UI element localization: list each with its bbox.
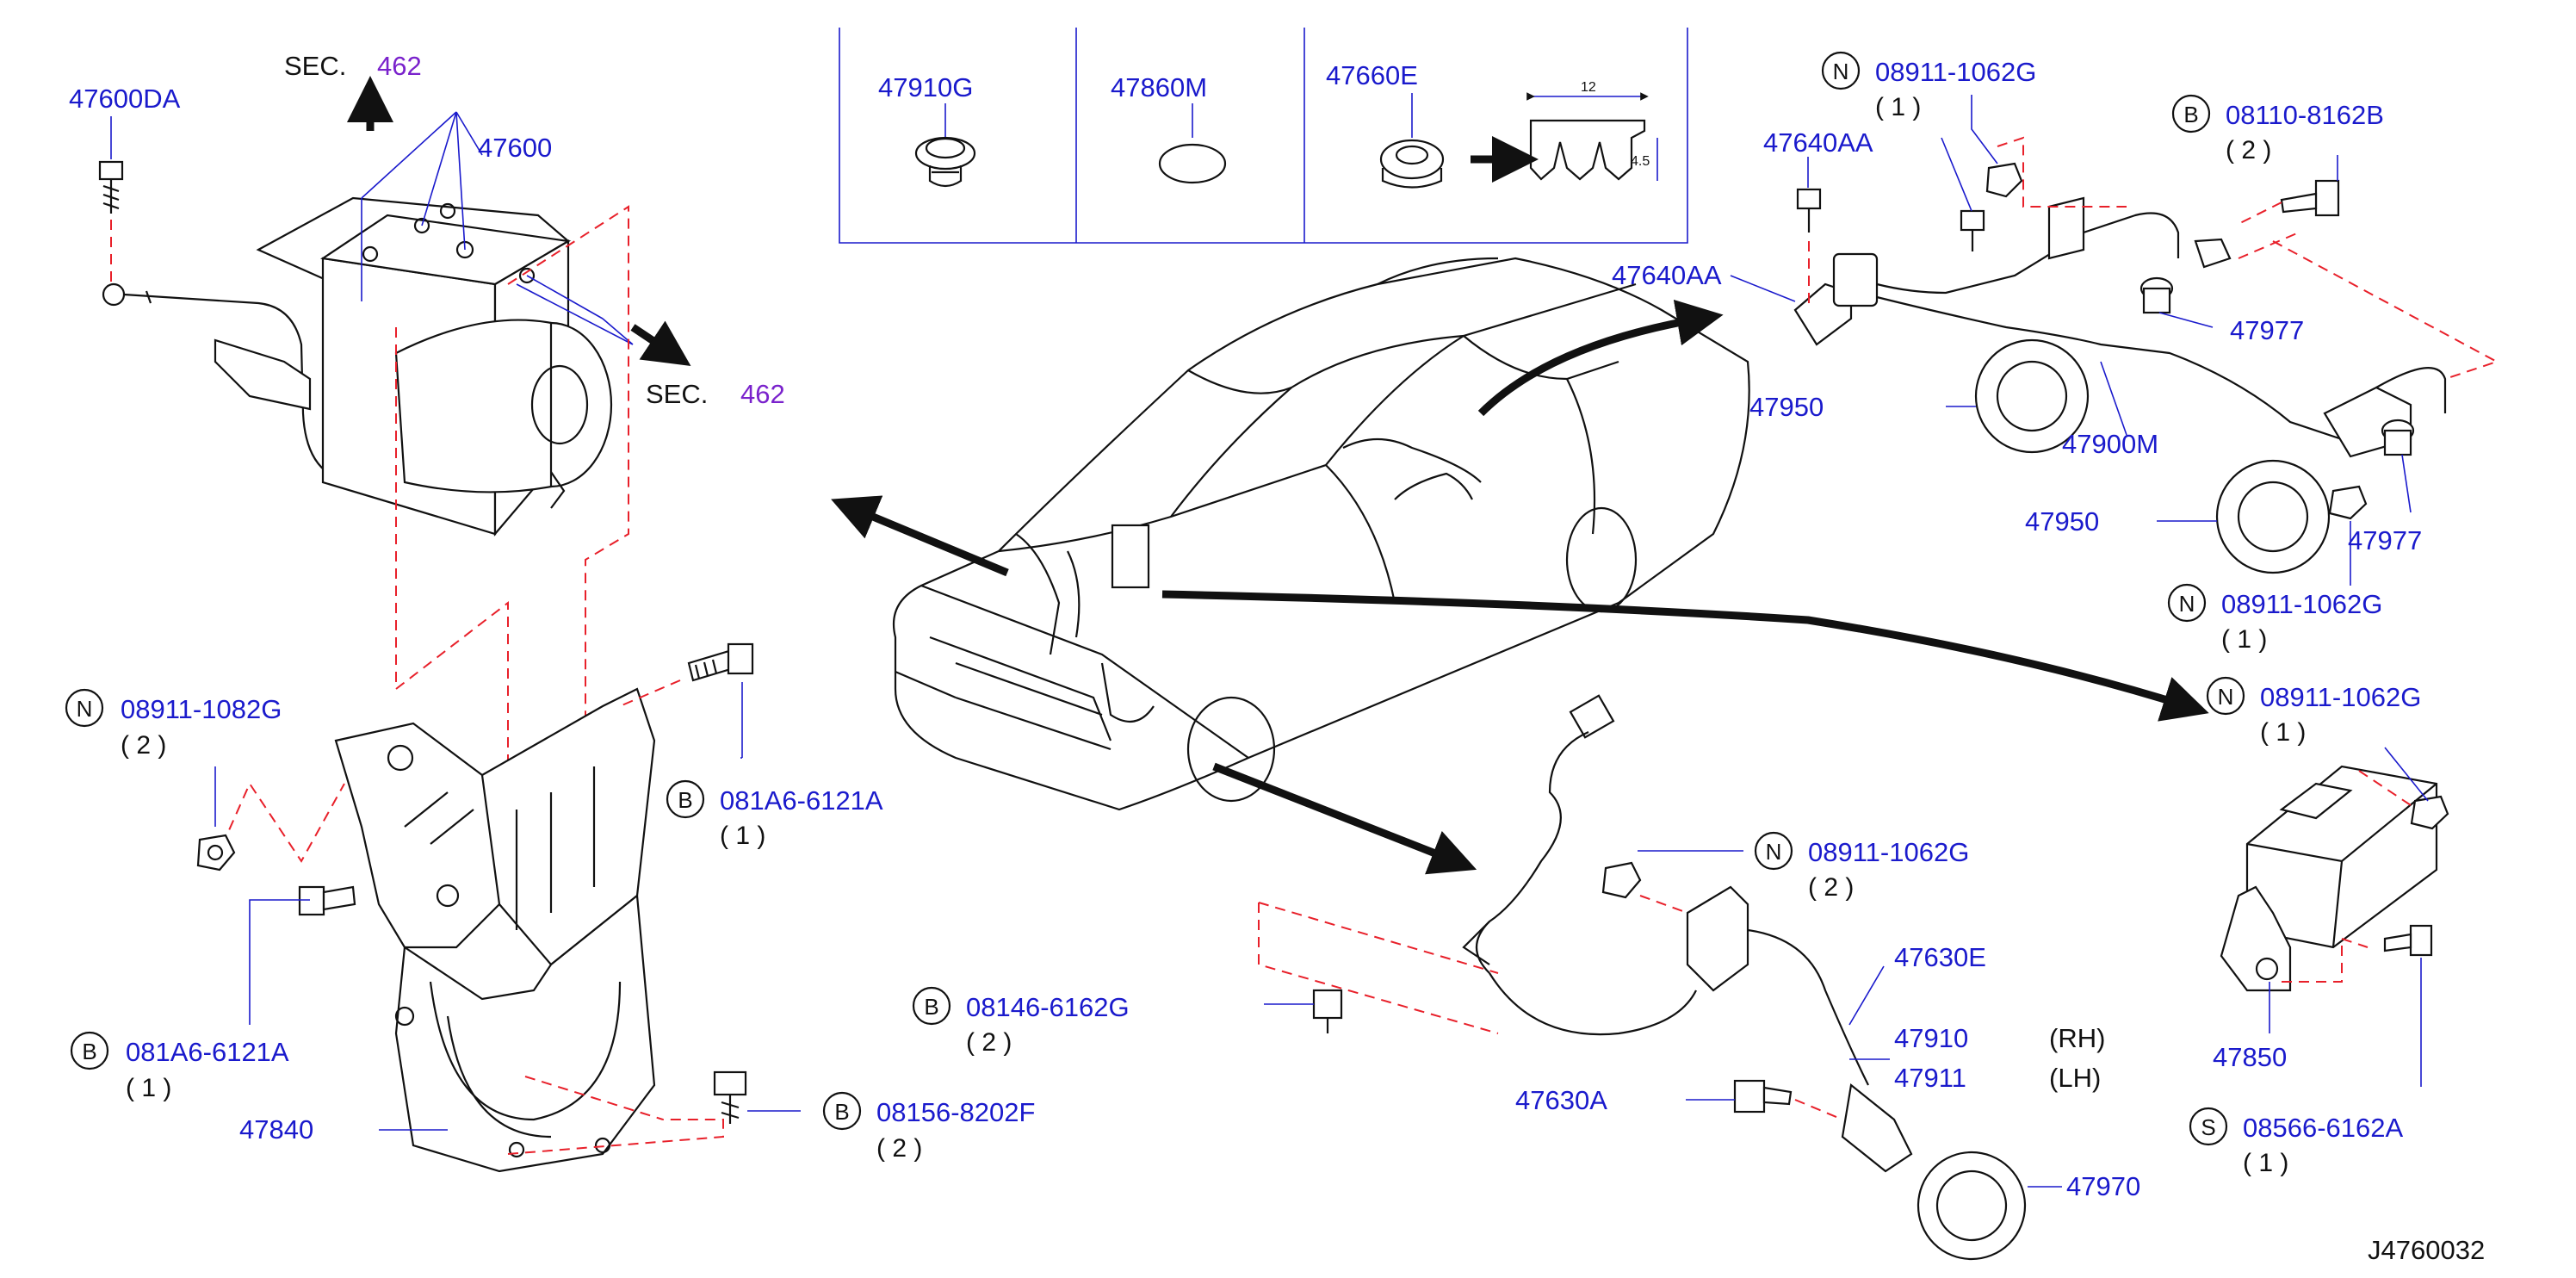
fastener-f1[interactable]: N 08911-1082G ( 2 ) — [65, 688, 282, 760]
diagram-id: J4760032 — [2368, 1235, 2485, 1265]
badge-n: N — [1766, 839, 1782, 865]
fastener-quantity: ( 1 ) — [126, 1074, 171, 1102]
part-47977-2[interactable]: 47977 — [2348, 525, 2422, 555]
nut-icon — [196, 834, 236, 872]
fastener-part-number: 08146-6162G — [966, 992, 1130, 1022]
sec-ref-a-prefix: SEC. — [284, 51, 346, 81]
part-47600DA[interactable]: 47600DA — [69, 84, 181, 114]
badge-s: S — [2201, 1114, 2215, 1140]
badge-b: B — [82, 1039, 96, 1064]
fastener-f3[interactable]: B 081A6-6121A ( 1 ) — [70, 1031, 289, 1102]
badge-n: N — [77, 696, 93, 722]
fastener-part-number: 08566-6162A — [2243, 1113, 2403, 1143]
bolt-icon — [98, 160, 124, 214]
badge-n: N — [2218, 684, 2234, 710]
label-lh: (LH) — [2049, 1063, 2101, 1093]
label-rh: (RH) — [2049, 1023, 2105, 1053]
inset-dim-width: 12 — [1581, 80, 1596, 95]
clip-icon — [1379, 139, 1445, 189]
part-47910[interactable]: 47910 — [1894, 1023, 1968, 1053]
part-47900M[interactable]: 47900M — [2062, 429, 2158, 459]
badge-b: B — [2183, 102, 2198, 127]
plug-icon — [1158, 143, 1227, 184]
fastener-part-number: 08911-1062G — [2221, 589, 2382, 619]
inset-part-47910G[interactable]: 47910G — [878, 72, 973, 102]
part-47950-2[interactable]: 47950 — [2025, 506, 2099, 537]
sec-ref-a-number[interactable]: 462 — [377, 51, 422, 81]
part-47970[interactable]: 47970 — [2066, 1171, 2140, 1201]
fastener-quantity: ( 1 ) — [720, 822, 765, 850]
fastener-f9[interactable]: N 08911-1062G ( 1 ) — [2167, 583, 2382, 654]
fastener-part-number: 081A6-6121A — [720, 785, 883, 816]
part-47600[interactable]: 47600 — [478, 133, 552, 163]
part-47911[interactable]: 47911 — [1894, 1063, 1966, 1093]
sec-ref-b-number[interactable]: 462 — [740, 379, 785, 409]
badge-b: B — [834, 1099, 849, 1125]
rear-wheel-sensor-drawing — [1793, 162, 2447, 574]
flange-bolt-icon — [298, 885, 356, 916]
part-47840[interactable]: 47840 — [239, 1114, 313, 1145]
fastener-part-number: 081A6-6121A — [126, 1037, 289, 1067]
fastener-quantity: ( 1 ) — [2243, 1149, 2288, 1177]
fastener-quantity: ( 1 ) — [1875, 93, 1921, 121]
fastener-quantity: ( 2 ) — [966, 1028, 1012, 1057]
badge-b: B — [678, 787, 692, 813]
badge-b: B — [924, 994, 938, 1020]
vehicle-outline — [892, 257, 1750, 811]
fastener-f4[interactable]: B 08146-6162G ( 2 ) — [912, 986, 1130, 1057]
badge-n: N — [1833, 59, 1849, 84]
part-47850[interactable]: 47850 — [2213, 1042, 2287, 1072]
fastener-f2[interactable]: B 081A6-6121A ( 1 ) — [666, 779, 883, 850]
part-47630A[interactable]: 47630A — [1515, 1085, 1607, 1115]
inset-part-47860M[interactable]: 47860M — [1111, 72, 1207, 102]
abs-actuator-drawing — [98, 111, 634, 537]
fastener-part-number: 08156-8202F — [876, 1097, 1035, 1127]
fastener-f11[interactable]: S 08566-6162A ( 1 ) — [2189, 1107, 2403, 1177]
fastener-part-number: 08911-1062G — [2260, 682, 2421, 712]
control-unit-drawing — [2220, 765, 2449, 992]
fastener-quantity: ( 2 ) — [2226, 136, 2271, 164]
part-47640AA-1[interactable]: 47640AA — [1763, 127, 1873, 158]
grommet-icon — [914, 136, 976, 188]
fastener-quantity: ( 2 ) — [121, 731, 166, 760]
part-47977-1[interactable]: 47977 — [2230, 315, 2304, 345]
fastener-quantity: ( 2 ) — [876, 1134, 922, 1163]
sec-ref-b-prefix: SEC. — [646, 379, 708, 409]
fastener-quantity: ( 1 ) — [2221, 625, 2267, 654]
inset-part-47660E[interactable]: 47660E — [1326, 60, 1418, 90]
fastener-part-number: 08911-1062G — [1808, 837, 1969, 867]
fastener-part-number: 08911-1062G — [1875, 57, 2036, 87]
bracket-drawing — [334, 687, 656, 1173]
fastener-f5[interactable]: B 08156-8202F ( 2 ) — [822, 1091, 1035, 1163]
part-47630E[interactable]: 47630E — [1894, 942, 1986, 972]
fastener-quantity: ( 2 ) — [1808, 873, 1854, 902]
fastener-f7[interactable]: N 08911-1062G ( 1 ) — [1821, 51, 2036, 121]
fastener-f10[interactable]: N 08911-1062G ( 1 ) — [2206, 676, 2421, 747]
fastener-quantity: ( 1 ) — [2260, 718, 2306, 747]
inset-dim-height: 4.5 — [1631, 154, 1650, 169]
badge-n: N — [2179, 591, 2195, 617]
fastener-part-number: 08110-8162B — [2226, 100, 2384, 130]
fastener-part-number: 08911-1082G — [121, 694, 282, 724]
part-47640AA-2[interactable]: 47640AA — [1612, 260, 1722, 290]
flange-bolt-icon — [713, 1070, 747, 1124]
front-wheel-sensor-drawing — [1312, 694, 2027, 1261]
clip-section-icon — [1526, 92, 1658, 181]
part-47950-1[interactable]: 47950 — [1749, 392, 1824, 422]
flange-bolt-icon — [687, 642, 754, 682]
fastener-f6[interactable]: N 08911-1062G ( 2 ) — [1754, 831, 1969, 902]
inset-panel: 47910G 47860M 47660E 12 4.5 — [839, 28, 1688, 244]
fastener-f8[interactable]: B 08110-8162B ( 2 ) — [2171, 94, 2384, 164]
